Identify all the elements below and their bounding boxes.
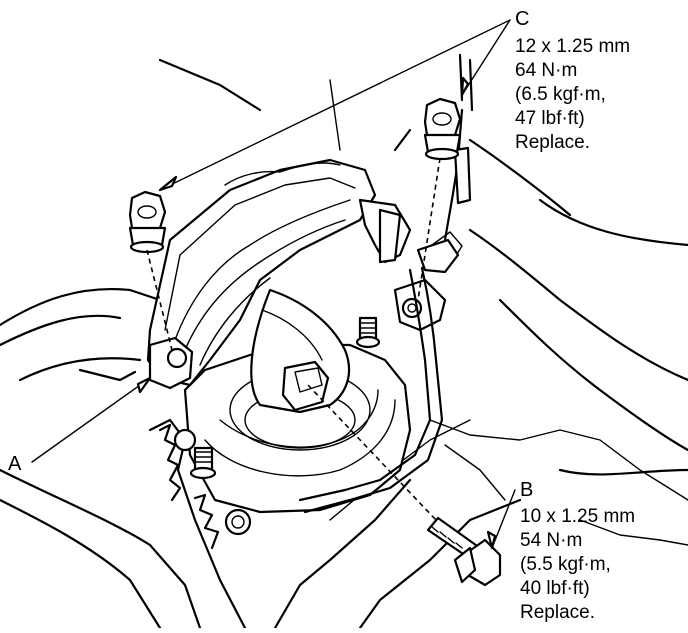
nut-c-right [423, 97, 462, 161]
spec-c-torque-lbfft: 47 lbf·ft) [515, 108, 585, 129]
spec-b-replace-note: Replace. [520, 602, 595, 623]
lower-mount-housing [158, 343, 412, 550]
spec-c-replace-note: Replace. [515, 132, 590, 153]
wire-harness [416, 108, 472, 274]
rubber-mount-body [250, 288, 350, 414]
callout-label-c: C [515, 8, 529, 30]
bolt-b [426, 516, 502, 587]
spec-c-torque-nm: 64 N·m [515, 60, 577, 81]
leader-lines [31, 19, 516, 550]
upper-mount-bracket [146, 158, 447, 514]
spec-b-torque-kgfm: (5.5 kgf·m, [520, 554, 611, 575]
spec-b-torque-lbfft: 40 lbf·ft) [520, 578, 590, 599]
nut-c-left [128, 190, 167, 254]
mount-studs [189, 316, 381, 480]
spec-c-thread: 12 x 1.25 mm [515, 36, 630, 57]
spec-c-torque-kgfm: (6.5 kgf·m, [515, 84, 606, 105]
callout-label-a: A [8, 453, 22, 475]
background-frame-lines [0, 53, 688, 630]
spec-b-torque-nm: 54 N·m [520, 530, 582, 551]
callout-label-b: B [520, 479, 533, 501]
spec-b-thread: 10 x 1.25 mm [520, 506, 635, 527]
